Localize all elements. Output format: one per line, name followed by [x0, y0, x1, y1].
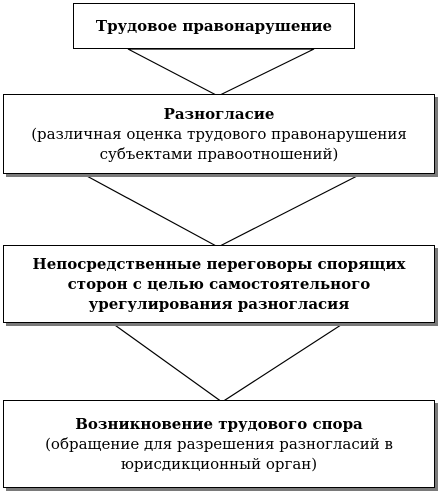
arrow-1	[127, 48, 315, 97]
box-negotiations-line-1: Непосредственные переговоры спорящих	[32, 255, 406, 273]
box-negotiations-line-2: сторон с целью самостоятельного	[67, 275, 371, 293]
box-labor-dispute-line-1: (обращение для разрешения разногласий в	[45, 435, 393, 453]
box-disagreement-line-2: субъектами правоотношений)	[99, 145, 339, 163]
box-labor-dispute-line-2: юрисдикционный орган)	[120, 455, 318, 473]
box-labor-offense: Трудовое правонарушение	[73, 3, 355, 49]
box-labor-offense-title: Трудовое правонарушение	[95, 17, 333, 35]
box-negotiations: Непосредственные переговоры спорящих сто…	[3, 245, 435, 323]
box-disagreement-line-1: (различная оценка трудового правонарушен…	[31, 125, 407, 143]
box-disagreement-title: Разногласие	[163, 105, 275, 123]
box-labor-dispute: Возникновение трудового спора (обращение…	[3, 400, 435, 488]
box-negotiations-line-3: урегулирования разногласия	[88, 295, 350, 313]
box-labor-dispute-title: Возникновение трудового спора	[75, 415, 363, 433]
box-disagreement: Разногласие (различная оценка трудового …	[3, 94, 435, 174]
arrow-3	[110, 322, 347, 403]
arrow-2	[84, 174, 360, 248]
